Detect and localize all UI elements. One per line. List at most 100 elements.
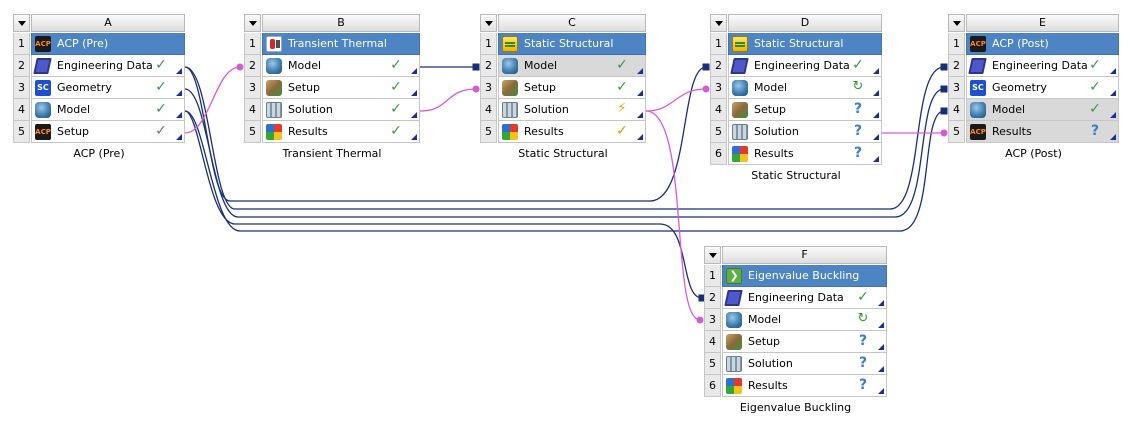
cell-body[interactable]: Model↻	[722, 309, 887, 331]
cell-context-menu-icon[interactable]	[176, 68, 182, 74]
system-caption[interactable]: Static Structural	[518, 147, 608, 160]
cell-context-menu-icon[interactable]	[878, 388, 884, 394]
cell-context-menu-icon[interactable]	[873, 112, 879, 118]
cell-context-menu-icon[interactable]	[176, 112, 182, 118]
cell-body[interactable]: Setup✓	[498, 77, 646, 99]
system-caption[interactable]: Static Structural	[751, 169, 841, 182]
cell-context-menu-icon[interactable]	[176, 90, 182, 96]
cell-context-menu-icon[interactable]	[176, 134, 182, 140]
cell-body[interactable]: Results✓	[262, 121, 420, 143]
collapse-system-button[interactable]	[480, 14, 497, 32]
cell-body[interactable]: Results?	[728, 143, 882, 165]
cell-context-menu-icon[interactable]	[637, 68, 643, 74]
cell-body[interactable]: Model✓	[31, 99, 185, 121]
cell-context-menu-icon[interactable]	[411, 68, 417, 74]
cell-body[interactable]: Engineering Data✓	[728, 55, 882, 77]
cell-context-menu-icon[interactable]	[637, 90, 643, 96]
cell-body[interactable]: Results✓	[498, 121, 646, 143]
cell-context-menu-icon[interactable]	[878, 300, 884, 306]
cell-body[interactable]: Engineering Data✓	[966, 55, 1119, 77]
cell-body[interactable]: Model✓	[966, 99, 1119, 121]
cell-context-menu-icon[interactable]	[1110, 134, 1116, 140]
cell-body[interactable]: Engineering Data✓	[722, 287, 887, 309]
cell-body[interactable]: Model✓	[262, 55, 420, 77]
cell-context-menu-icon[interactable]	[1110, 90, 1116, 96]
cell-body[interactable]: ❯Eigenvalue Buckling	[722, 265, 887, 287]
collapse-system-button[interactable]	[948, 14, 965, 32]
cell-body[interactable]: Solution?	[728, 121, 882, 143]
collapse-system-button[interactable]	[710, 14, 727, 32]
system-caption[interactable]: ACP (Post)	[1005, 147, 1062, 160]
cell-body[interactable]: Static Structural	[728, 33, 882, 55]
cell-context-menu-icon[interactable]	[873, 134, 879, 140]
cell-context-menu-icon[interactable]	[873, 90, 879, 96]
system-caption[interactable]: ACP (Pre)	[73, 147, 125, 160]
cell-body[interactable]: Model↻	[728, 77, 882, 99]
system-caption[interactable]: Transient Thermal	[282, 147, 382, 160]
cell-body[interactable]: Transient Thermal	[262, 33, 420, 55]
cell-body[interactable]: Static Structural	[498, 33, 646, 55]
cell-context-menu-icon[interactable]	[411, 112, 417, 118]
collapse-system-button[interactable]	[244, 14, 261, 32]
cell-context-menu-icon[interactable]	[873, 68, 879, 74]
cell-context-menu-icon[interactable]	[637, 134, 643, 140]
collapse-system-button[interactable]	[704, 246, 721, 264]
cell-body[interactable]: Solution⚡	[498, 99, 646, 121]
cell-context-menu-icon[interactable]	[411, 134, 417, 140]
cell-context-menu-icon[interactable]	[878, 344, 884, 350]
cell-context-menu-icon[interactable]	[878, 366, 884, 372]
cell-body[interactable]: Setup?	[728, 99, 882, 121]
cell-body[interactable]: Setup?	[722, 331, 887, 353]
cell-body[interactable]: Setup✓	[262, 77, 420, 99]
cell-body[interactable]: Solution✓	[262, 99, 420, 121]
system-caption[interactable]: Eigenvalue Buckling	[739, 401, 852, 414]
cell-body[interactable]: Model✓	[498, 55, 646, 77]
cell-context-menu-icon[interactable]	[873, 156, 879, 162]
system-title-cell[interactable]: 1❯Eigenvalue Buckling	[704, 265, 887, 287]
cell-context-menu-icon[interactable]	[637, 112, 643, 118]
cell-context-menu-icon[interactable]	[1110, 68, 1116, 74]
cell-context-menu-icon[interactable]	[1110, 112, 1116, 118]
cell-context-menu-icon[interactable]	[411, 90, 417, 96]
cell-body[interactable]: Results?	[722, 375, 887, 397]
cell-body[interactable]: Engineering Data✓	[31, 55, 185, 77]
cell-context-menu-icon[interactable]	[878, 322, 884, 328]
collapse-system-button[interactable]	[13, 14, 30, 32]
